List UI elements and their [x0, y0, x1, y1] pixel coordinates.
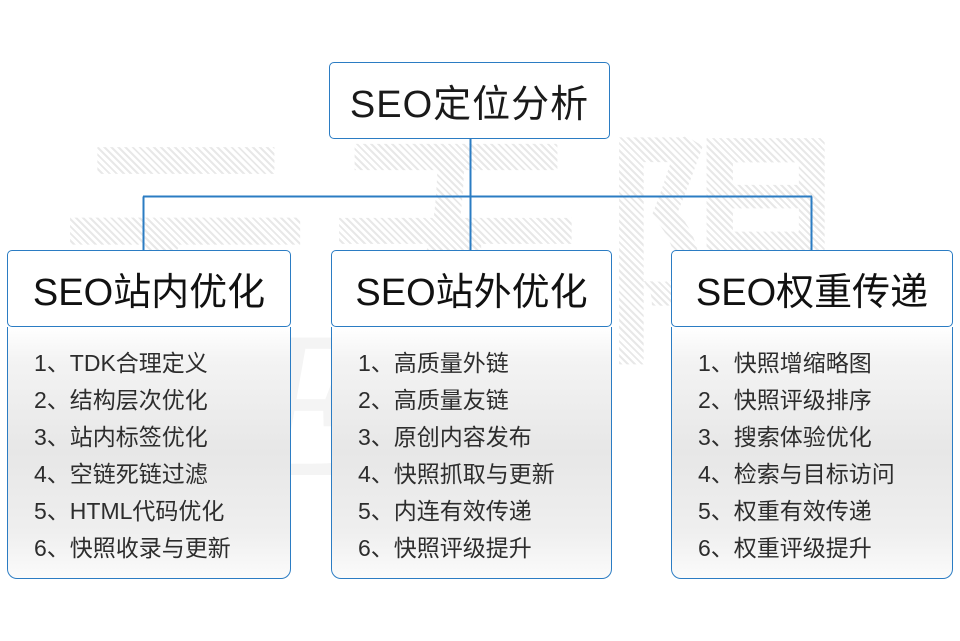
list-item: 4、快照抓取与更新: [358, 461, 555, 487]
list-item: 5、权重有效传递: [698, 498, 872, 524]
list-item: 1、TDK合理定义: [34, 350, 208, 376]
list-item: 4、检索与目标访问: [698, 461, 895, 487]
list-item: 6、快照评级提升: [358, 535, 532, 561]
list-item: 2、高质量友链: [358, 387, 509, 413]
list-item: 3、原创内容发布: [358, 424, 532, 450]
root-node[interactable]: SEO定位分析: [329, 62, 610, 139]
branch-item-list-2: 1、高质量外链 2、高质量友链 3、原创内容发布 4、快照抓取与更新 5、内连有…: [332, 345, 611, 567]
branch-body-1: 1、TDK合理定义 2、结构层次优化 3、站内标签优化 4、空链死链过滤 5、H…: [7, 327, 291, 579]
branch-item-list-3: 1、快照增缩略图 2、快照评级排序 3、搜索体验优化 4、检索与目标访问 5、权…: [672, 345, 952, 567]
branch-body-3: 1、快照增缩略图 2、快照评级排序 3、搜索体验优化 4、检索与目标访问 5、权…: [671, 327, 953, 579]
list-item: 5、HTML代码优化: [34, 498, 225, 524]
branch-header-label-1: SEO站内优化: [32, 272, 266, 314]
list-item: 4、空链死链过滤: [34, 461, 208, 487]
list-item: 1、高质量外链: [358, 350, 509, 376]
branch-header-label-2: SEO站外优化: [355, 272, 588, 314]
branch-column-3: SEO权重传递 1、快照增缩略图 2、快照评级排序 3、搜索体验优化 4、检索与…: [671, 250, 953, 579]
list-item: 1、快照增缩略图: [698, 350, 872, 376]
branch-header-2[interactable]: SEO站外优化: [331, 250, 612, 327]
list-item: 3、搜索体验优化: [698, 424, 872, 450]
branch-header-1[interactable]: SEO站内优化: [7, 250, 291, 327]
list-item: 2、结构层次优化: [34, 387, 208, 413]
branch-item-list-1: 1、TDK合理定义 2、结构层次优化 3、站内标签优化 4、空链死链过滤 5、H…: [8, 345, 290, 567]
list-item: 2、快照评级排序: [698, 387, 872, 413]
branch-header-3[interactable]: SEO权重传递: [671, 250, 953, 327]
branch-body-2: 1、高质量外链 2、高质量友链 3、原创内容发布 4、快照抓取与更新 5、内连有…: [331, 327, 612, 579]
list-item: 5、内连有效传递: [358, 498, 532, 524]
list-item: 6、快照收录与更新: [34, 535, 231, 561]
list-item: 6、权重评级提升: [698, 535, 872, 561]
branch-column-1: SEO站内优化 1、TDK合理定义 2、结构层次优化 3、站内标签优化 4、空链…: [7, 250, 291, 579]
branch-column-2: SEO站外优化 1、高质量外链 2、高质量友链 3、原创内容发布 4、快照抓取与…: [331, 250, 612, 579]
list-item: 3、站内标签优化: [34, 424, 208, 450]
branch-header-label-3: SEO权重传递: [695, 272, 929, 314]
root-node-label: SEO定位分析: [349, 84, 590, 126]
